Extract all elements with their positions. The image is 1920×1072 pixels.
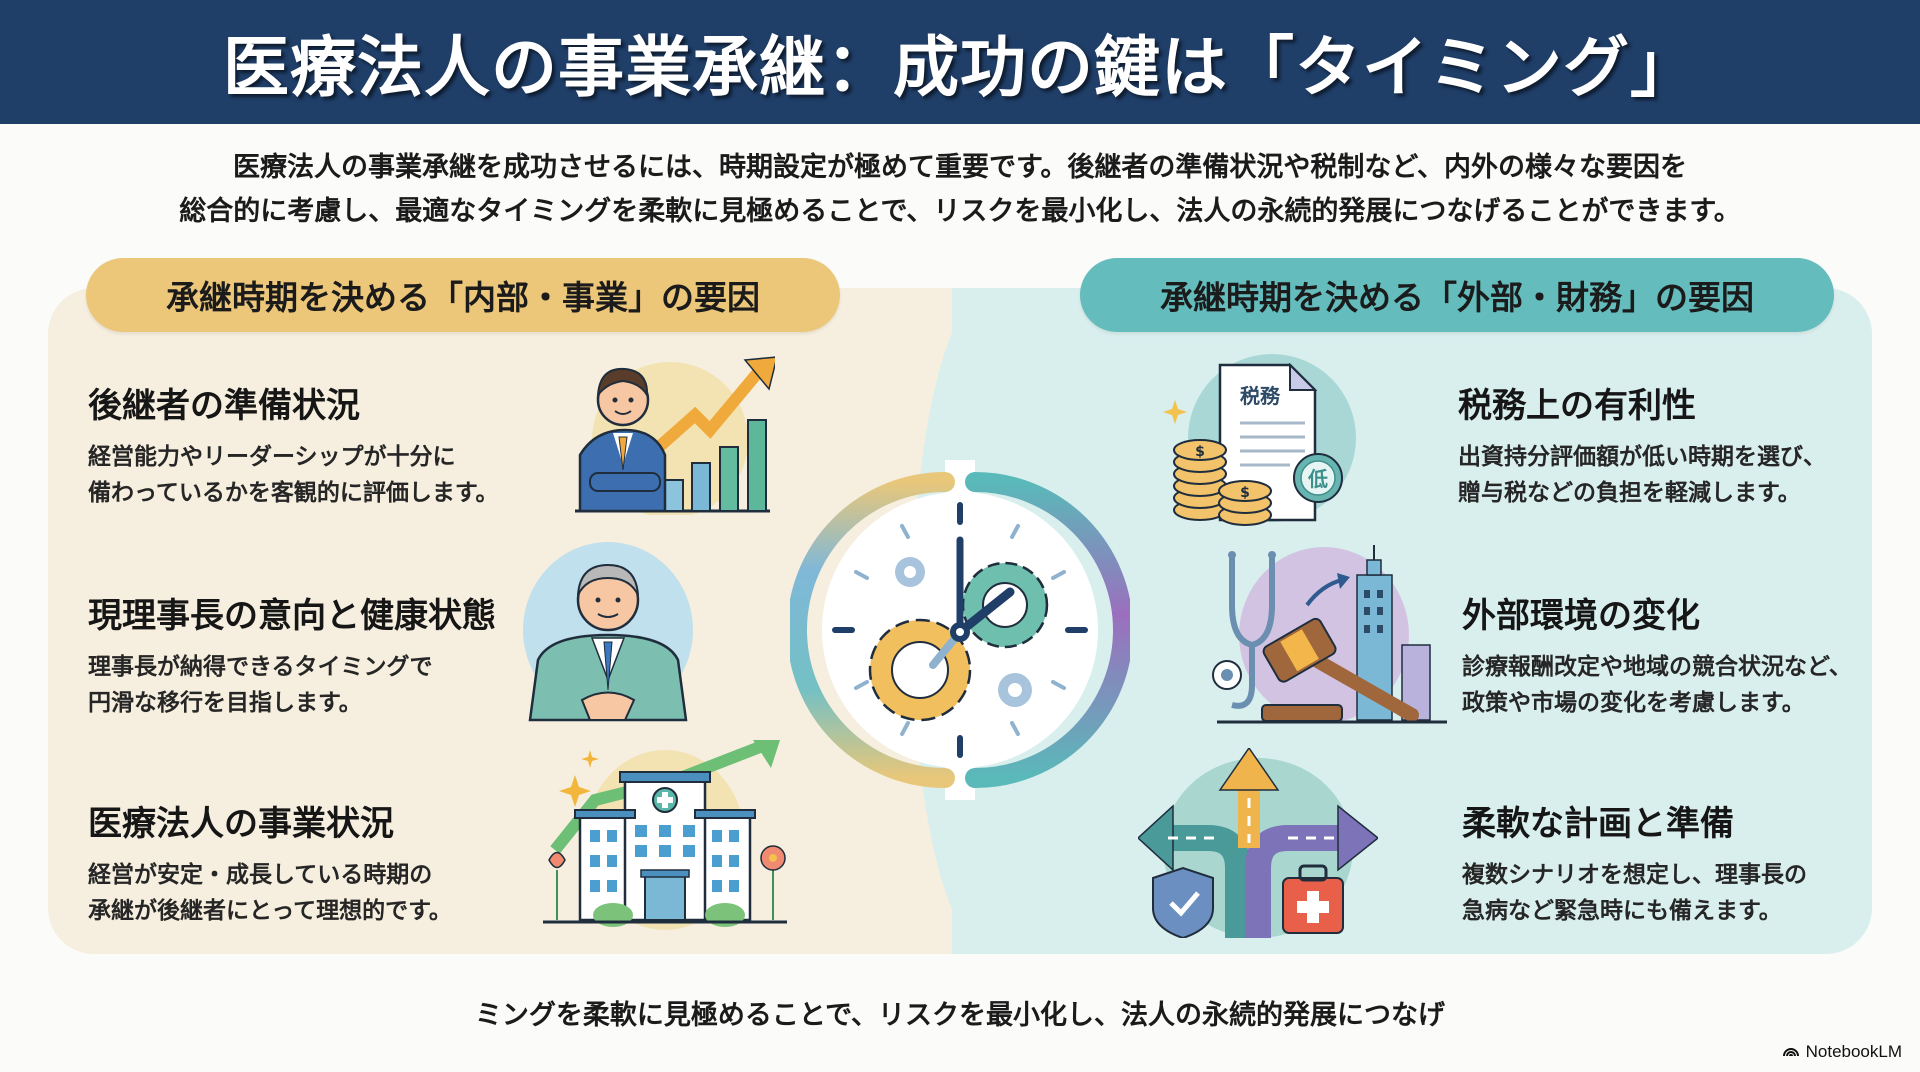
notebooklm-watermark: NotebookLM xyxy=(1782,1042,1902,1062)
factor-desc: 理事長が納得できるタイミングで円滑な移行を目指します。 xyxy=(88,654,433,716)
factor-successor-readiness: 後継者の準備状況 経営能力やリーダーシップが十分に備わっているかを客観的に評価し… xyxy=(88,378,499,511)
factor-desc: 診療報酬改定や地域の競合状況など、政策や市場の変化を考慮します。 xyxy=(1462,654,1852,716)
factor-title: 医療法人の事業状況 xyxy=(88,804,394,844)
intro-line-2: 総合的に考慮し、最適なタイミングを柔軟に見極めることで、リスクを最小化し、法人の… xyxy=(179,196,1741,227)
factor-desc: 経営能力やリーダーシップが十分に備わっているかを客観的に評価します。 xyxy=(88,444,499,506)
factor-title: 現理事長の意向と健康状態 xyxy=(88,596,496,636)
factor-title: 柔軟な計画と準備 xyxy=(1462,804,1734,844)
factor-business-condition: 医療法人の事業状況 経営が安定・成長している時期の承継が後継者にとって理想的です… xyxy=(88,796,452,929)
factor-title: 税務上の有利性 xyxy=(1458,386,1696,426)
page-title: 医療法人の事業承継：成功の鍵は「タイミング」 xyxy=(223,29,1697,106)
svg-text:$: $ xyxy=(1195,444,1205,460)
stethoscope-gavel-city-icon xyxy=(1212,545,1452,729)
intro-line-1: 医療法人の事業承継を成功させるには、時期設定が極めて重要です。後継者の準備状況や… xyxy=(233,152,1687,183)
tax-document-coins-icon: 税務 低 $ $ xyxy=(1160,350,1360,534)
factor-flexible-planning: 柔軟な計画と準備 複数シナリオを想定し、理事長の急病など緊急時にも備えます。 xyxy=(1462,796,1807,929)
factor-desc: 複数シナリオを想定し、理事長の急病など緊急時にも備えます。 xyxy=(1462,862,1807,924)
clock-gears-icon xyxy=(787,460,1133,800)
successor-growth-chart-icon xyxy=(555,345,778,519)
crossroads-shield-firstaid-icon xyxy=(1136,746,1380,942)
factor-chairman-intent-health: 現理事長の意向と健康状態 理事長が納得できるタイミングで円滑な移行を目指します。 xyxy=(88,588,496,721)
factor-desc: 出資持分評価額が低い時期を選び、贈与税などの負担を軽減します。 xyxy=(1458,444,1826,506)
factor-desc: 経営が安定・成長している時期の承継が後継者にとって理想的です。 xyxy=(88,862,452,924)
external-factors-heading: 承継時期を決める「外部・財務」の要因 xyxy=(1080,258,1834,332)
svg-text:$: $ xyxy=(1240,485,1250,501)
svg-text:低: 低 xyxy=(1307,467,1328,491)
svg-text:税務: 税務 xyxy=(1240,384,1281,408)
title-banner: 医療法人の事業承継：成功の鍵は「タイミング」 xyxy=(0,0,1920,124)
notebooklm-logo-icon xyxy=(1782,1042,1800,1062)
factor-title: 後継者の準備状況 xyxy=(88,386,360,426)
intro-text: 医療法人の事業承継を成功させるには、時期設定が極めて重要です。後継者の準備状況や… xyxy=(0,146,1920,234)
internal-factors-heading: 承継時期を決める「内部・事業」の要因 xyxy=(86,258,840,332)
factor-tax-advantage: 税務上の有利性 出資持分評価額が低い時期を選び、贈与税などの負担を軽減します。 xyxy=(1458,378,1826,511)
external-factors-panel xyxy=(912,288,1872,954)
brand-label: NotebookLM xyxy=(1805,1042,1902,1061)
hospital-growth-icon xyxy=(535,739,795,934)
footer-caption: ミングを柔軟に見極めることで、リスクを最小化し、法人の永続的発展につなげ xyxy=(474,1000,1446,1031)
factor-external-environment: 外部環境の変化 診療報酬改定や地域の競合状況など、政策や市場の変化を考慮します。 xyxy=(1462,588,1852,721)
factor-title: 外部環境の変化 xyxy=(1462,596,1700,636)
chairman-handshake-icon xyxy=(520,540,700,734)
